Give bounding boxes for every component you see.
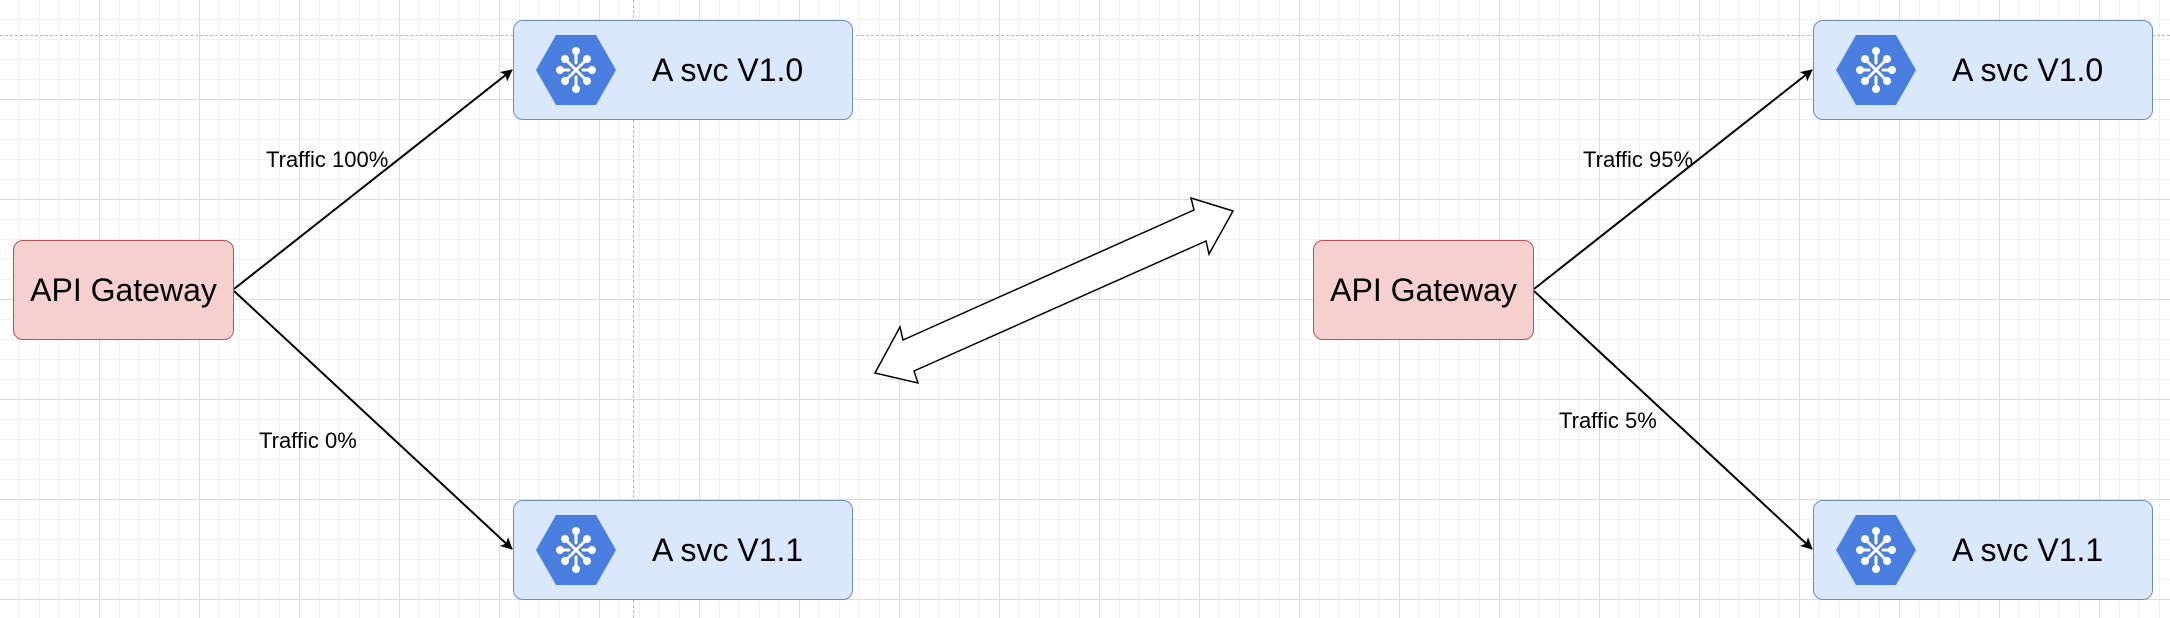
api-gateway-left-label: API Gateway	[30, 271, 217, 308]
edge-left-to-v11[interactable]	[233, 290, 513, 550]
hexagon-network-icon	[536, 35, 616, 105]
service-v10-left[interactable]: A svc V1.0	[513, 20, 853, 120]
edge-label-right-top: Traffic 95%	[1583, 147, 1694, 172]
service-v10-right-label: A svc V1.0	[1952, 51, 2104, 88]
edge-right-to-v11[interactable]	[1533, 290, 1813, 550]
service-v11-right[interactable]: A svc V1.1	[1813, 500, 2153, 600]
hexagon-network-icon	[1836, 35, 1916, 105]
service-v11-left-label: A svc V1.1	[652, 531, 804, 568]
guide-line-vertical	[633, 0, 634, 618]
double-headed-block-arrow[interactable]	[873, 196, 1235, 385]
edge-label-left-bottom: Traffic 0%	[259, 428, 357, 453]
api-gateway-left[interactable]: API Gateway	[13, 240, 234, 340]
hexagon-network-icon	[536, 515, 616, 585]
edge-label-right-bottom: Traffic 5%	[1559, 408, 1657, 433]
api-gateway-right-label: API Gateway	[1330, 271, 1517, 308]
service-v11-left[interactable]: A svc V1.1	[513, 500, 853, 600]
hexagon-network-icon	[1836, 515, 1916, 585]
service-v10-right[interactable]: A svc V1.0	[1813, 20, 2153, 120]
service-v11-right-label: A svc V1.1	[1952, 531, 2104, 568]
edge-label-left-top: Traffic 100%	[266, 147, 389, 172]
edge-right-to-v10[interactable]	[1533, 69, 1813, 290]
service-v10-left-label: A svc V1.0	[652, 51, 804, 88]
edge-left-to-v10[interactable]	[233, 69, 513, 290]
api-gateway-right[interactable]: API Gateway	[1313, 240, 1534, 340]
guide-line-horizontal	[0, 35, 2170, 36]
